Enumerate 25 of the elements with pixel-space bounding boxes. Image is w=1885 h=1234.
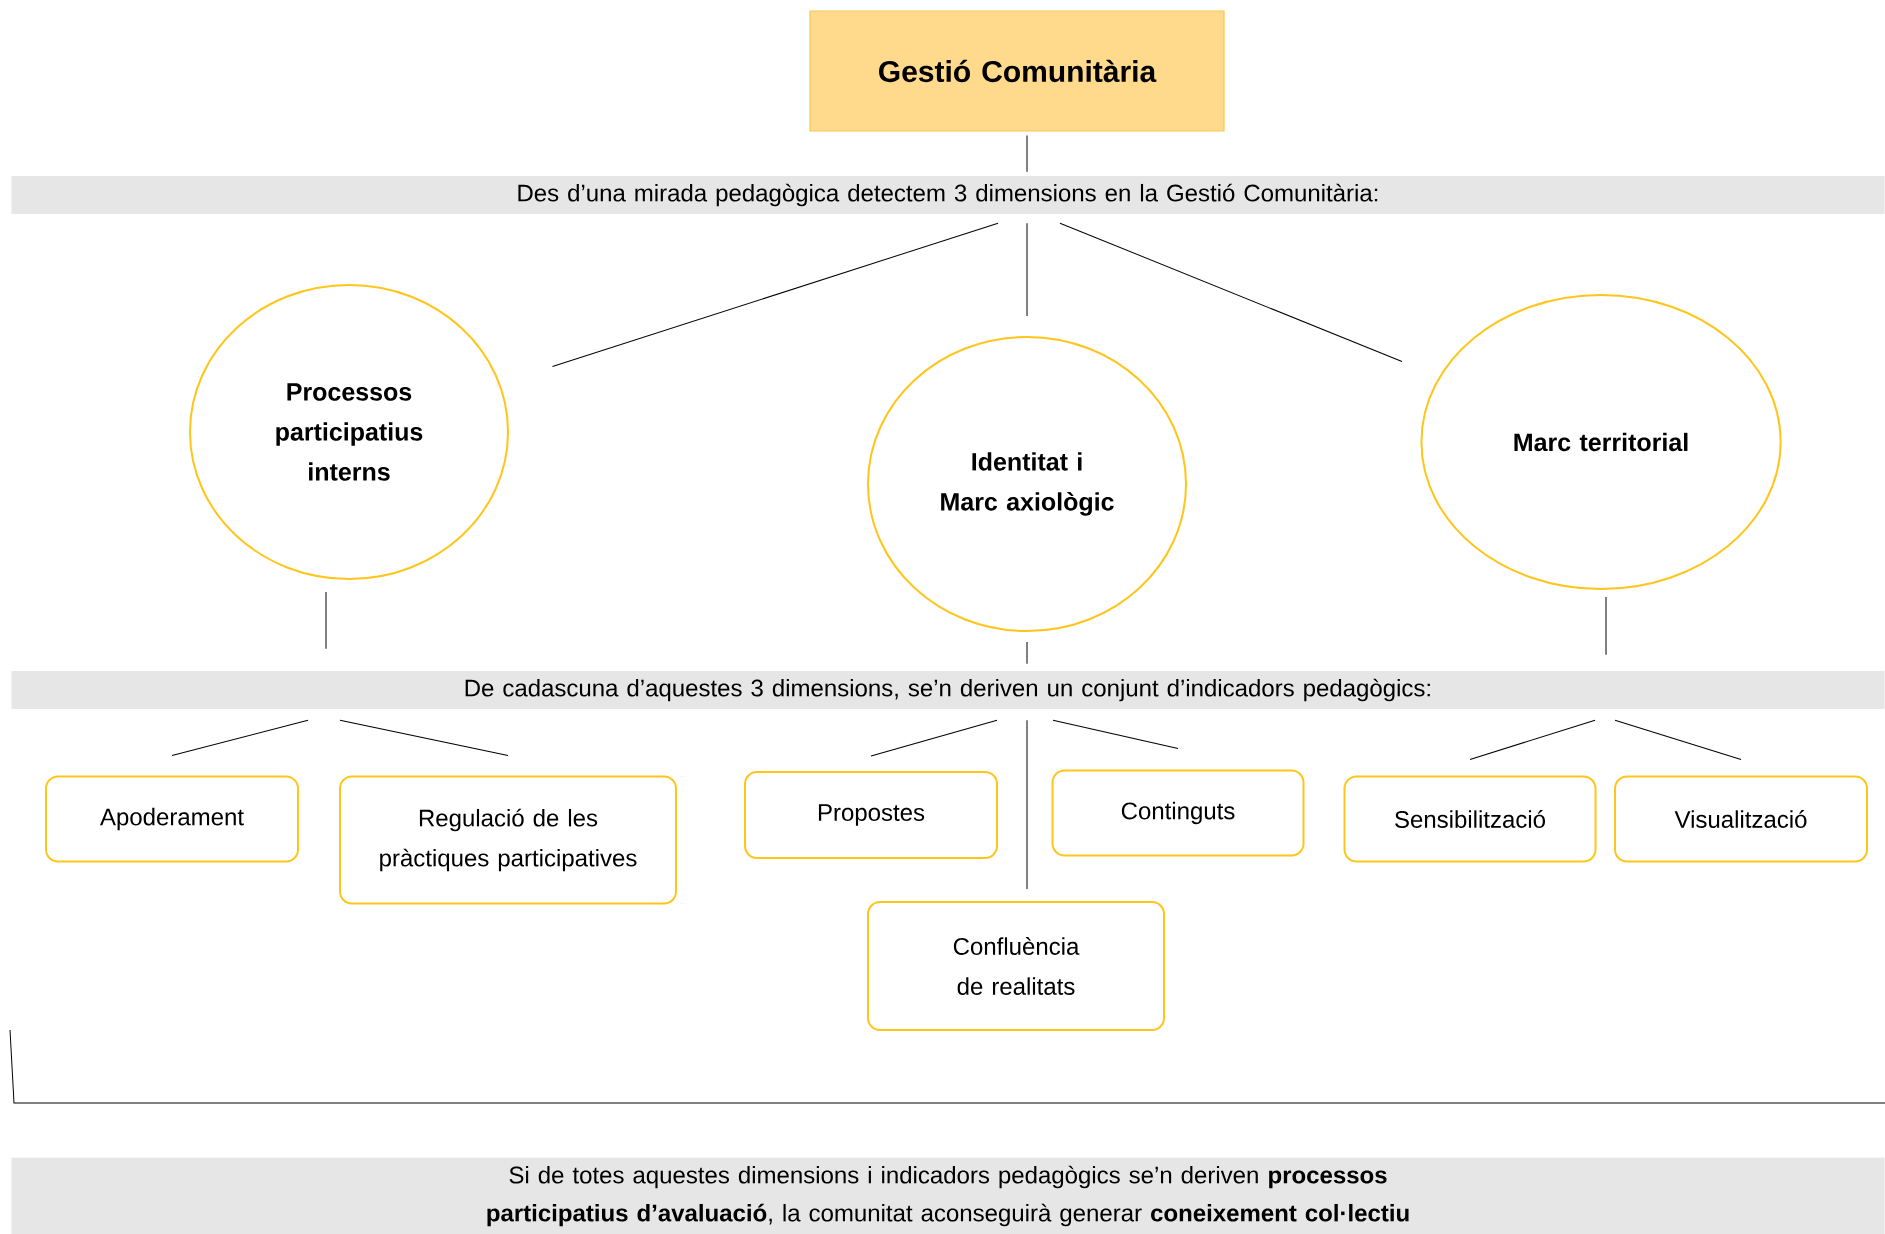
- indicator-box: Apoderament: [45, 775, 299, 863]
- indicator-box: Regulació de les pràctiques participatives: [339, 775, 677, 905]
- connector-line: [1026, 641, 1028, 665]
- connector-line: [1052, 719, 1179, 749]
- title-box: Gestió Comunitària: [809, 10, 1225, 132]
- banner: Des d’una mirada pedagògica detectem 3 dimensions en la Gestió Comunitària:: [11, 176, 1885, 214]
- summary-banner: Si de totes aquestes dimensions i indicadors pedagògics se’n deriven processos participatius d’avaluació, la comunitat aconseguirà generar coneixement col·lectiu: [11, 1157, 1885, 1234]
- connector-line: [339, 719, 509, 756]
- connector-line: [1469, 719, 1596, 760]
- connector-line: [1605, 596, 1607, 656]
- indicator-box: Sensibilització: [1343, 775, 1597, 863]
- indicator-box: Confluència de realitats: [867, 901, 1165, 1031]
- connector-line: [1059, 222, 1403, 362]
- indicator-box: Propostes: [744, 771, 998, 859]
- connector-line: [1026, 135, 1028, 173]
- banner: De cadascuna d’aquestes 3 dimensions, se’n deriven un conjunt d’indicadors pedagògics:: [11, 671, 1885, 709]
- indicator-box: Continguts: [1051, 769, 1305, 857]
- connector-line: [552, 222, 999, 368]
- connector-line: [1026, 222, 1028, 317]
- connector-line: [1614, 719, 1742, 760]
- connector-line: [171, 719, 309, 756]
- connector-line: [325, 591, 327, 650]
- connector-line: [870, 719, 998, 757]
- indicator-box: Visualització: [1614, 775, 1868, 863]
- connector-line: [1026, 719, 1028, 890]
